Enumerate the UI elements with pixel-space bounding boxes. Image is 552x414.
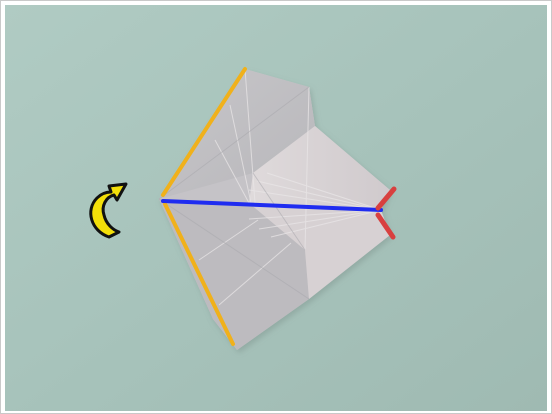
origami-photo xyxy=(5,5,547,411)
